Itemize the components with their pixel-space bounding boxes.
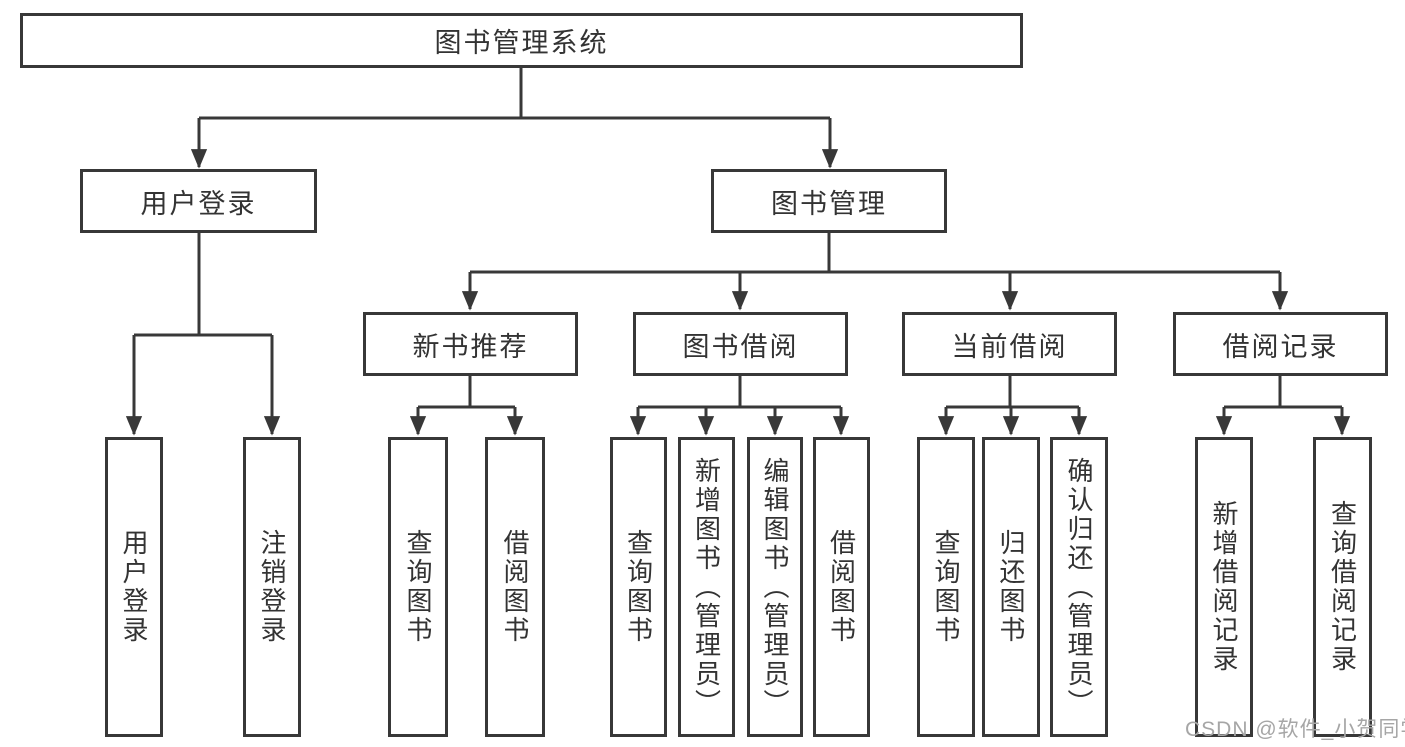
node-borrow-records: 借阅记录: [1173, 312, 1388, 376]
leaf-user-login-label: 用户登录: [119, 529, 149, 645]
leaf-add-borrow-record-label: 新增借阅记录: [1209, 500, 1239, 674]
leaf-query-books-2: 查询图书: [610, 437, 667, 737]
leaf-edit-books-admin-label: 编辑图书（管理员）: [760, 456, 790, 718]
leaf-confirm-return-admin-label: 确认归还（管理员）: [1064, 456, 1094, 718]
watermark: CSDN @软件_小贺同学: [1185, 718, 1405, 741]
leaf-user-login: 用户登录: [105, 437, 163, 737]
leaf-borrow-books-1-label: 借阅图书: [500, 529, 530, 645]
leaf-return-books-label: 归还图书: [996, 529, 1026, 645]
leaf-query-books-1: 查询图书: [388, 437, 448, 737]
leaf-borrow-books-2-label: 借阅图书: [826, 529, 857, 645]
node-current-borrow-label: 当前借阅: [951, 331, 1068, 362]
node-current-borrow: 当前借阅: [902, 312, 1117, 376]
node-new-book-recommend: 新书推荐: [363, 312, 578, 376]
node-user-login-label: 用户登录: [140, 188, 257, 219]
leaf-add-borrow-record: 新增借阅记录: [1195, 437, 1253, 737]
node-book-management: 图书管理: [711, 169, 947, 233]
connector-user-login-trunk: [134, 233, 272, 337]
node-book-borrow-label: 图书借阅: [682, 331, 799, 362]
connector-book-mgmt-trunk: [470, 233, 1280, 274]
leaf-borrow-books-1: 借阅图书: [485, 437, 545, 737]
leaf-logout: 注销登录: [243, 437, 301, 737]
connector-new-book-trunk: [418, 376, 515, 409]
leaf-query-books-2-label: 查询图书: [623, 529, 654, 645]
leaf-borrow-books-2: 借阅图书: [813, 437, 870, 737]
connector-current-borrow-trunk: [946, 376, 1079, 409]
node-borrow-records-label: 借阅记录: [1222, 331, 1339, 362]
leaf-query-books-3-label: 查询图书: [931, 529, 961, 645]
connector-root-trunk: [199, 68, 830, 120]
connector-book-borrow-trunk: [638, 376, 841, 409]
leaf-add-books-admin: 新增图书（管理员）: [678, 437, 735, 737]
node-root: 图书管理系统: [20, 13, 1023, 68]
leaf-confirm-return-admin: 确认归还（管理员）: [1050, 437, 1108, 737]
leaf-edit-books-admin: 编辑图书（管理员）: [747, 437, 803, 737]
node-new-book-recommend-label: 新书推荐: [412, 331, 529, 362]
leaf-query-borrow-record-label: 查询借阅记录: [1327, 500, 1358, 674]
connector-borrow-records-trunk: [1224, 376, 1342, 409]
leaf-logout-label: 注销登录: [257, 529, 287, 645]
leaf-return-books: 归还图书: [982, 437, 1040, 737]
leaf-query-borrow-record: 查询借阅记录: [1313, 437, 1372, 737]
leaf-add-books-admin-label: 新增图书（管理员）: [691, 456, 722, 718]
node-root-label: 图书管理系统: [434, 28, 609, 58]
leaf-query-books-1-label: 查询图书: [403, 529, 433, 645]
node-book-borrow: 图书借阅: [633, 312, 848, 376]
leaf-query-books-3: 查询图书: [917, 437, 975, 737]
node-book-management-label: 图书管理: [771, 188, 887, 219]
node-user-login: 用户登录: [80, 169, 317, 233]
